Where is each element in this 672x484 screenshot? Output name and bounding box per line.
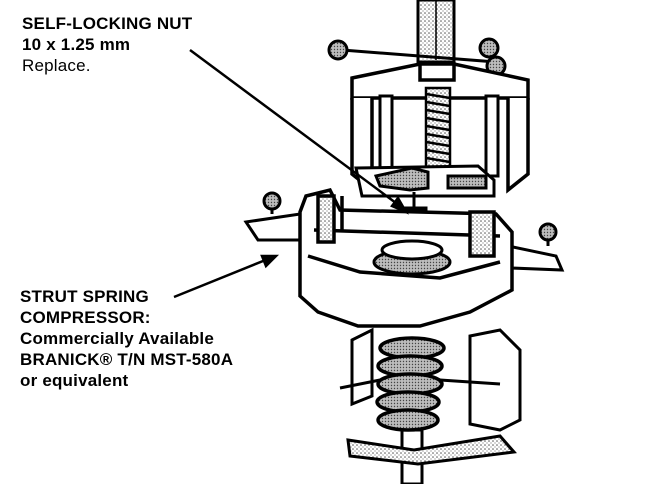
- nut-note: Replace.: [22, 56, 91, 75]
- threaded-screw: [424, 86, 452, 170]
- spring-seat: [372, 239, 452, 276]
- leader-lines: [173, 48, 409, 299]
- top-handle: [327, 37, 507, 77]
- compressor-line-3: Commercially Available: [20, 329, 215, 348]
- right-side-arm: [506, 222, 565, 272]
- compressor-line-2: COMPRESSOR:: [20, 308, 151, 327]
- lower-frame: [339, 327, 522, 466]
- nut-title: SELF-LOCKING NUT: [22, 14, 193, 33]
- upper-clamp: [354, 164, 496, 198]
- compressor-line-4: BRANICK® T/N MST-580A: [20, 350, 234, 369]
- coil-spring: [375, 336, 446, 432]
- spring-compressor-callout: STRUT SPRING COMPRESSOR: Commercially Av…: [20, 286, 233, 391]
- compressor-line-1: STRUT SPRING: [20, 287, 149, 306]
- self-locking-nut-callout: SELF-LOCKING NUT 10 x 1.25 mm Replace.: [22, 13, 192, 76]
- nut-size: 10 x 1.25 mm: [22, 35, 131, 54]
- top-screw-shaft: [416, 0, 456, 64]
- upper-frame: [350, 62, 530, 194]
- compressor-line-5: or equivalent: [20, 371, 129, 390]
